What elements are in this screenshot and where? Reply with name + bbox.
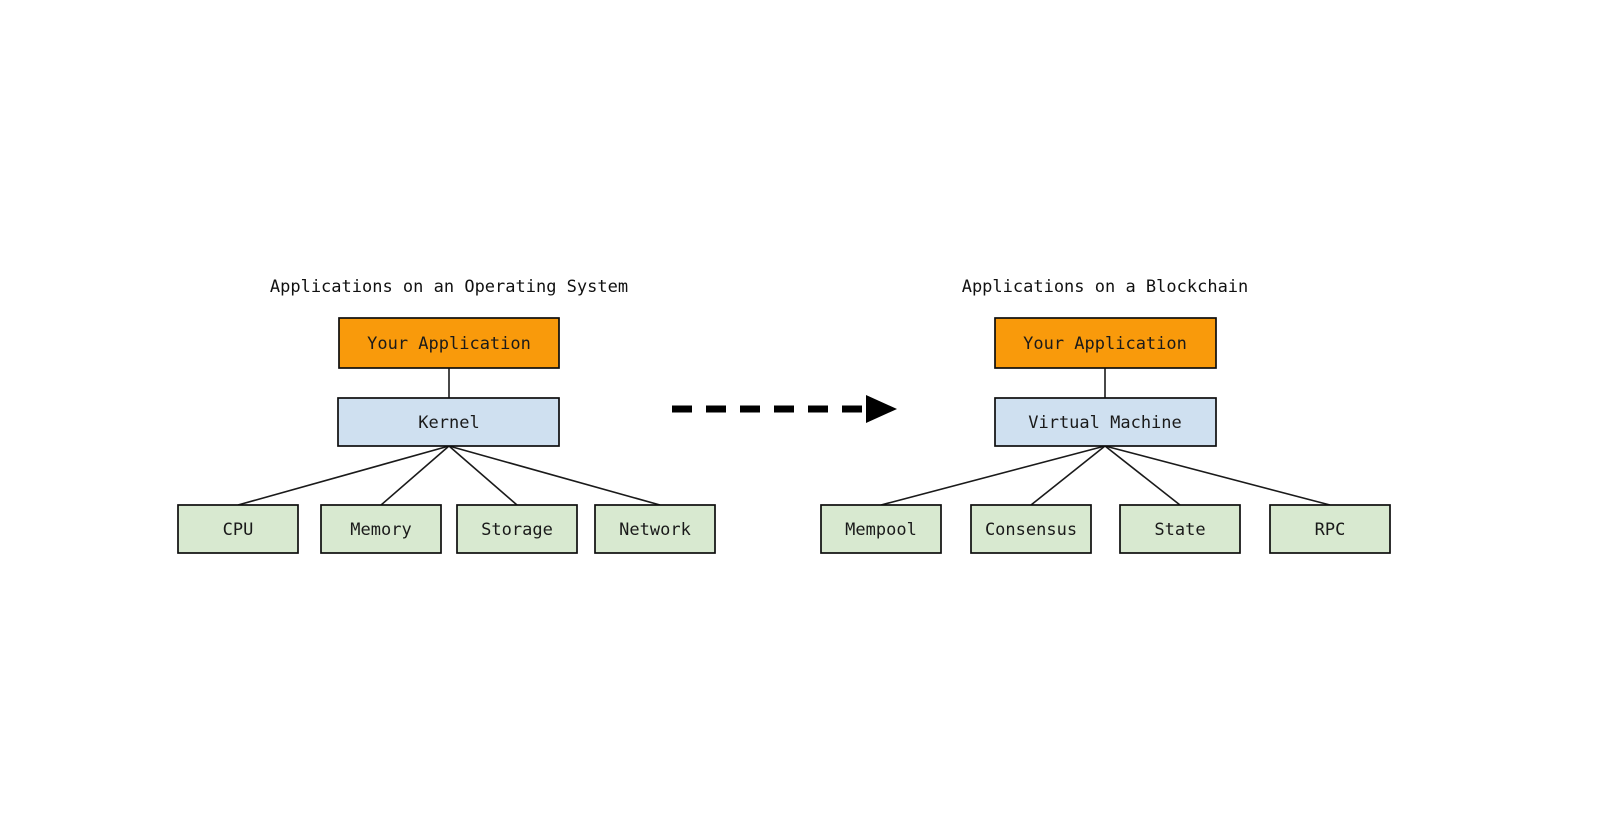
- left-resource-box-0[interactable]: [177, 504, 299, 554]
- edge-vm-to-resource-3: [1104, 445, 1331, 506]
- right-resource-label-0: Mempool: [845, 520, 917, 540]
- left-resource-node-0[interactable]: CPU: [177, 504, 299, 554]
- left-resource-label-2: Storage: [481, 520, 553, 540]
- right-runtime-label: Virtual Machine: [1028, 413, 1182, 433]
- left-application-box[interactable]: [338, 317, 560, 369]
- right-application-label: Your Application: [1023, 334, 1187, 354]
- left-group: Applications on an Operating System Your…: [177, 277, 716, 554]
- right-resource-node-1[interactable]: Consensus: [970, 504, 1092, 554]
- right-runtime-box[interactable]: [994, 397, 1217, 447]
- right-group: Applications on a Blockchain Your Applic…: [820, 277, 1391, 554]
- edge-kernel-to-resource-2: [448, 445, 518, 506]
- left-resource-label-0: CPU: [223, 520, 254, 540]
- edge-vm-to-resource-1: [1030, 445, 1106, 506]
- right-resource-label-1: Consensus: [985, 520, 1077, 540]
- left-resource-box-2[interactable]: [456, 504, 578, 554]
- right-resource-node-2[interactable]: State: [1119, 504, 1241, 554]
- left-application-label: Your Application: [367, 334, 531, 354]
- left-resource-label-3: Network: [619, 520, 691, 540]
- right-runtime-node[interactable]: Virtual Machine: [994, 397, 1217, 447]
- right-resource-box-2[interactable]: [1119, 504, 1241, 554]
- transition-arrow-head: [866, 395, 897, 423]
- left-resource-node-2[interactable]: Storage: [456, 504, 578, 554]
- left-resource-node-3[interactable]: Network: [594, 504, 716, 554]
- right-resource-box-3[interactable]: [1269, 504, 1391, 554]
- right-group-title: Applications on a Blockchain: [962, 277, 1249, 297]
- edge-vm-to-resource-2: [1104, 445, 1181, 506]
- right-resource-label-3: RPC: [1315, 520, 1346, 540]
- right-resource-node-3[interactable]: RPC: [1269, 504, 1391, 554]
- edge-kernel-to-resource-0: [237, 445, 450, 506]
- right-application-node[interactable]: Your Application: [994, 317, 1217, 369]
- left-runtime-box[interactable]: [337, 397, 560, 447]
- left-runtime-node[interactable]: Kernel: [337, 397, 560, 447]
- right-application-box[interactable]: [994, 317, 1217, 369]
- right-resource-box-0[interactable]: [820, 504, 942, 554]
- dashed-arrow-right-icon: [672, 395, 897, 423]
- left-runtime-label: Kernel: [418, 413, 479, 433]
- left-resource-node-1[interactable]: Memory: [320, 504, 442, 554]
- right-resource-node-0[interactable]: Mempool: [820, 504, 942, 554]
- edge-kernel-to-resource-3: [448, 445, 661, 506]
- left-application-node[interactable]: Your Application: [338, 317, 560, 369]
- right-resource-label-2: State: [1154, 520, 1205, 540]
- edge-kernel-to-resource-1: [380, 445, 450, 506]
- edge-vm-to-resource-0: [880, 445, 1106, 506]
- left-resource-box-3[interactable]: [594, 504, 716, 554]
- left-resource-label-1: Memory: [350, 520, 411, 540]
- left-group-title: Applications on an Operating System: [270, 277, 628, 297]
- left-resource-box-1[interactable]: [320, 504, 442, 554]
- right-resource-box-1[interactable]: [970, 504, 1092, 554]
